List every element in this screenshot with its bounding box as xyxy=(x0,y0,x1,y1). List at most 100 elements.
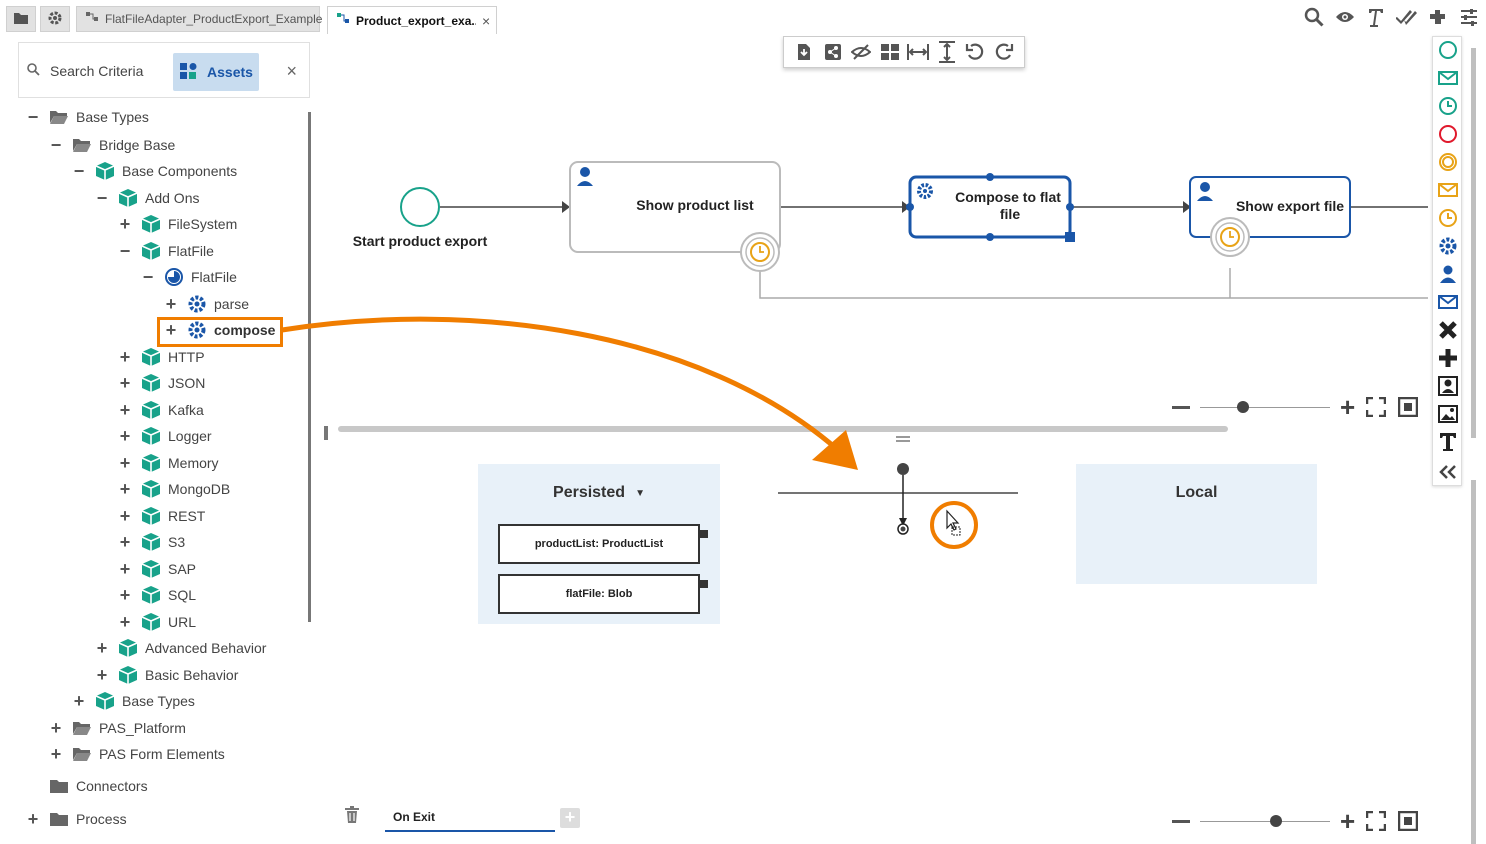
collapse-palette-icon[interactable] xyxy=(1437,461,1459,483)
fit-to-screen-icon[interactable] xyxy=(1397,810,1419,832)
zoom-slider[interactable] xyxy=(1200,814,1330,827)
eye-icon[interactable] xyxy=(1334,6,1356,28)
tree-item[interactable]: +parse xyxy=(164,293,249,315)
parallel-gateway-icon[interactable] xyxy=(1437,347,1459,369)
exclusive-gateway-icon[interactable] xyxy=(1437,319,1459,341)
tree-toggle[interactable]: + xyxy=(73,691,85,711)
timer-intermediate-icon[interactable] xyxy=(1437,207,1459,229)
add-tab-button[interactable]: + xyxy=(560,808,580,828)
message-task-icon[interactable] xyxy=(1437,291,1459,313)
tree-item[interactable]: +Advanced Behavior xyxy=(95,637,266,659)
tree-toggle[interactable]: + xyxy=(119,347,131,367)
timer-boundary-icon[interactable] xyxy=(1210,217,1250,257)
settings-tab[interactable] xyxy=(40,6,70,32)
tree-item[interactable]: +SAP xyxy=(118,558,196,580)
tree-item[interactable]: +S3 xyxy=(118,531,185,553)
persisted-header[interactable]: Persisted ▼ xyxy=(478,484,720,502)
distribute-vertical-icon[interactable] xyxy=(936,41,958,63)
tree-item[interactable]: +FileSystem xyxy=(118,213,237,235)
tree-toggle[interactable]: + xyxy=(119,214,131,234)
tree-toggle[interactable]: + xyxy=(119,612,131,632)
lower-scroll-thumb[interactable] xyxy=(1471,480,1476,844)
tree-toggle[interactable]: + xyxy=(119,426,131,446)
end-event-icon[interactable] xyxy=(1437,123,1459,145)
message-intermediate-icon[interactable] xyxy=(1437,179,1459,201)
service-task-icon[interactable] xyxy=(1437,235,1459,257)
search-criteria-button[interactable]: Search Criteria xyxy=(27,63,143,79)
task-compose-to-flat-file[interactable] xyxy=(908,175,1072,239)
tree-toggle[interactable]: + xyxy=(50,718,62,738)
share-icon[interactable] xyxy=(822,41,844,63)
tree-item[interactable]: +URL xyxy=(118,611,196,633)
tree-toggle[interactable]: + xyxy=(119,453,131,473)
tree-toggle[interactable]: − xyxy=(73,161,85,181)
text-annotation-icon[interactable] xyxy=(1437,431,1459,453)
tree-toggle[interactable]: + xyxy=(27,809,39,829)
intermediate-event-icon[interactable] xyxy=(1437,151,1459,173)
redo-icon[interactable] xyxy=(993,41,1015,63)
participant-icon[interactable] xyxy=(1437,375,1459,397)
tree-toggle[interactable]: + xyxy=(96,665,108,685)
tree-toggle[interactable]: + xyxy=(119,373,131,393)
tree-item[interactable]: +Kafka xyxy=(118,399,204,421)
tree-item[interactable]: +PAS Form Elements xyxy=(49,743,225,765)
fit-to-screen-icon[interactable] xyxy=(1397,396,1419,418)
variable-port[interactable] xyxy=(700,530,708,538)
tree-item[interactable]: +PAS_Platform xyxy=(49,717,186,739)
process-canvas[interactable]: Start product export Show product list C… xyxy=(328,36,1428,422)
timer-boundary-icon[interactable] xyxy=(740,232,780,272)
tree-item[interactable]: −Base Types xyxy=(26,106,149,128)
explorer-tab[interactable] xyxy=(6,6,36,32)
tree-item[interactable]: +Basic Behavior xyxy=(95,664,238,686)
upper-scroll-thumb[interactable] xyxy=(1471,48,1476,438)
tree-toggle[interactable]: + xyxy=(119,400,131,420)
tree-item[interactable]: +compose xyxy=(164,319,276,341)
tree-toggle[interactable]: + xyxy=(165,320,177,340)
search-icon[interactable] xyxy=(1303,6,1325,28)
horizontal-scrollbar[interactable] xyxy=(338,426,1228,432)
tree-item[interactable]: +HTTP xyxy=(118,346,205,368)
download-icon[interactable] xyxy=(793,41,815,63)
tree-item[interactable]: −FlatFile xyxy=(141,266,237,288)
timer-start-icon[interactable] xyxy=(1437,95,1459,117)
trash-icon[interactable] xyxy=(344,806,360,827)
message-start-icon[interactable] xyxy=(1437,67,1459,89)
zoom-out-icon[interactable] xyxy=(1172,819,1190,823)
tab-on-exit[interactable]: On Exit xyxy=(385,808,555,832)
start-event-icon[interactable] xyxy=(1437,39,1459,61)
tree-item[interactable]: −Add Ons xyxy=(95,187,199,209)
tree-toggle[interactable]: + xyxy=(119,506,131,526)
tree-toggle[interactable]: − xyxy=(27,107,39,127)
task-show-product-list[interactable] xyxy=(569,161,781,253)
hide-icon[interactable] xyxy=(850,41,872,63)
tree-scrollbar[interactable] xyxy=(308,112,311,622)
layout-grid-icon[interactable] xyxy=(879,41,901,63)
distribute-horizontal-icon[interactable] xyxy=(907,41,930,63)
start-event[interactable] xyxy=(400,187,440,227)
tree-item[interactable]: −Base Components xyxy=(72,160,237,182)
right-scrollbar[interactable] xyxy=(1467,36,1481,844)
zoom-in-icon[interactable]: + xyxy=(1340,806,1356,836)
tree-toggle[interactable]: + xyxy=(119,559,131,579)
variable-product-list[interactable]: productList: ProductList xyxy=(498,524,708,564)
project-tab[interactable]: FlatFileAdapter_ProductExport_Example xyxy=(76,6,322,32)
zoom-out-icon[interactable] xyxy=(1172,405,1190,409)
panel-splitter[interactable] xyxy=(324,420,1466,442)
zoom-in-icon[interactable]: + xyxy=(1340,392,1356,422)
tree-toggle[interactable]: − xyxy=(142,267,154,287)
tree-toggle[interactable]: + xyxy=(165,294,177,314)
tree-toggle[interactable]: + xyxy=(119,585,131,605)
zoom-slider-knob[interactable] xyxy=(1237,400,1249,413)
tree-toggle[interactable]: + xyxy=(50,744,62,764)
tree-item[interactable]: −Bridge Base xyxy=(49,134,176,156)
sliders-icon[interactable] xyxy=(1458,6,1480,28)
tree-toggle[interactable]: + xyxy=(96,638,108,658)
tree-item[interactable]: +Memory xyxy=(118,452,219,474)
image-icon[interactable] xyxy=(1437,403,1459,425)
variable-flat-file[interactable]: flatFile: Blob xyxy=(498,574,708,614)
active-diagram-tab[interactable]: Product_export_exa... × xyxy=(327,6,497,34)
tree-item[interactable]: Connectors xyxy=(26,775,148,797)
flow-start-node[interactable] xyxy=(897,463,909,475)
user-task-icon[interactable] xyxy=(1437,263,1459,285)
caret-down-icon[interactable]: ▼ xyxy=(635,487,645,499)
